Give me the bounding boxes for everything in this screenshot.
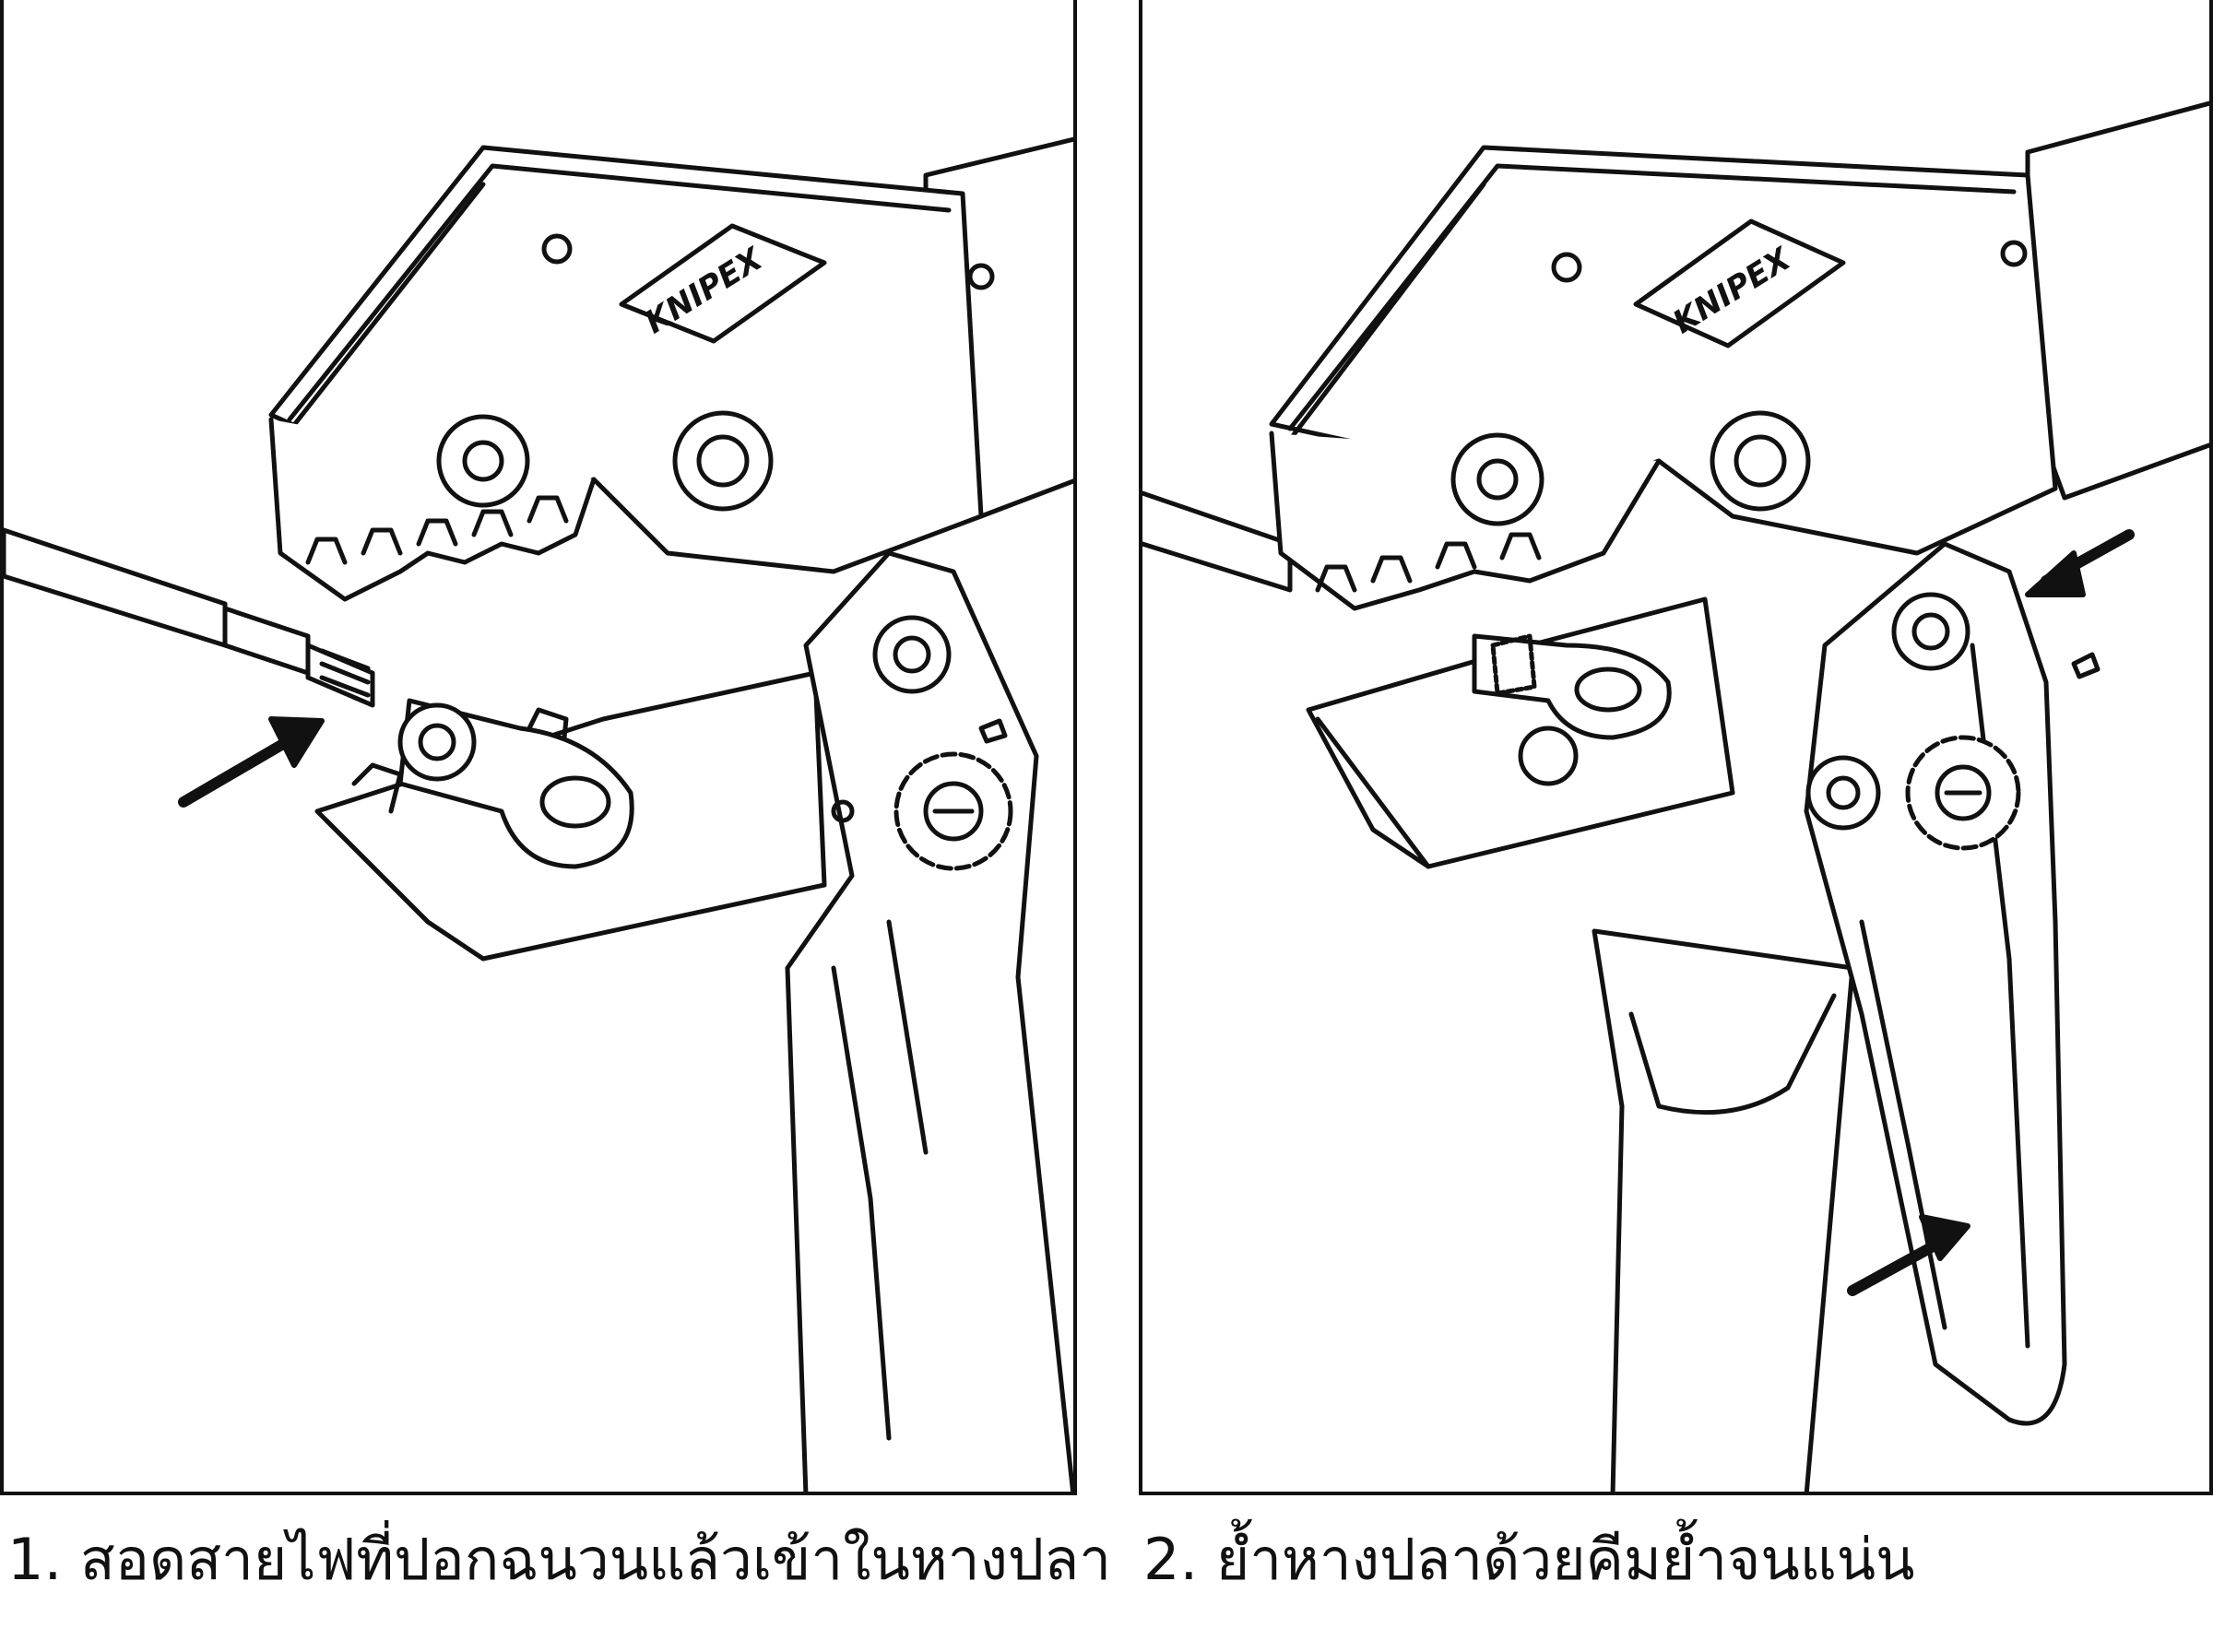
upper-handle <box>2025 100 2209 501</box>
step-1-caption: 1. สอดสายไฟที่ปอกฉนวนแล้วเข้าในหางปลา <box>7 1526 1112 1593</box>
press-arrow-upper-icon <box>2025 529 2135 597</box>
insert-arrow-icon <box>178 716 325 808</box>
screw <box>1710 410 1811 512</box>
wire <box>1142 490 1293 593</box>
step-1-panel: KNIPEX <box>0 0 1077 1495</box>
screw <box>1805 755 1881 831</box>
step-2-panel: KNIPEX <box>1139 0 2213 1495</box>
ring-terminal <box>1472 633 1672 740</box>
lower-handle <box>785 550 1073 1492</box>
wire <box>4 527 228 648</box>
brand-diamond <box>1633 218 1846 348</box>
left-grip <box>1592 928 1855 1492</box>
brand-diamond <box>619 223 827 344</box>
screw <box>872 615 952 694</box>
step-1-illustration: KNIPEX <box>4 136 1073 1492</box>
press-arrow-lower-icon <box>1847 1214 1970 1296</box>
screw <box>1891 592 1970 671</box>
step-2-caption: 2. ย้ำหางปลาด้วยคีมย้ำจนแน่น <box>1143 1526 1915 1593</box>
step-2-illustration: KNIPEX <box>1142 100 2209 1492</box>
screw <box>436 414 530 508</box>
upper-jaw <box>1269 431 1662 611</box>
screw <box>1450 432 1544 526</box>
screw <box>672 410 774 512</box>
